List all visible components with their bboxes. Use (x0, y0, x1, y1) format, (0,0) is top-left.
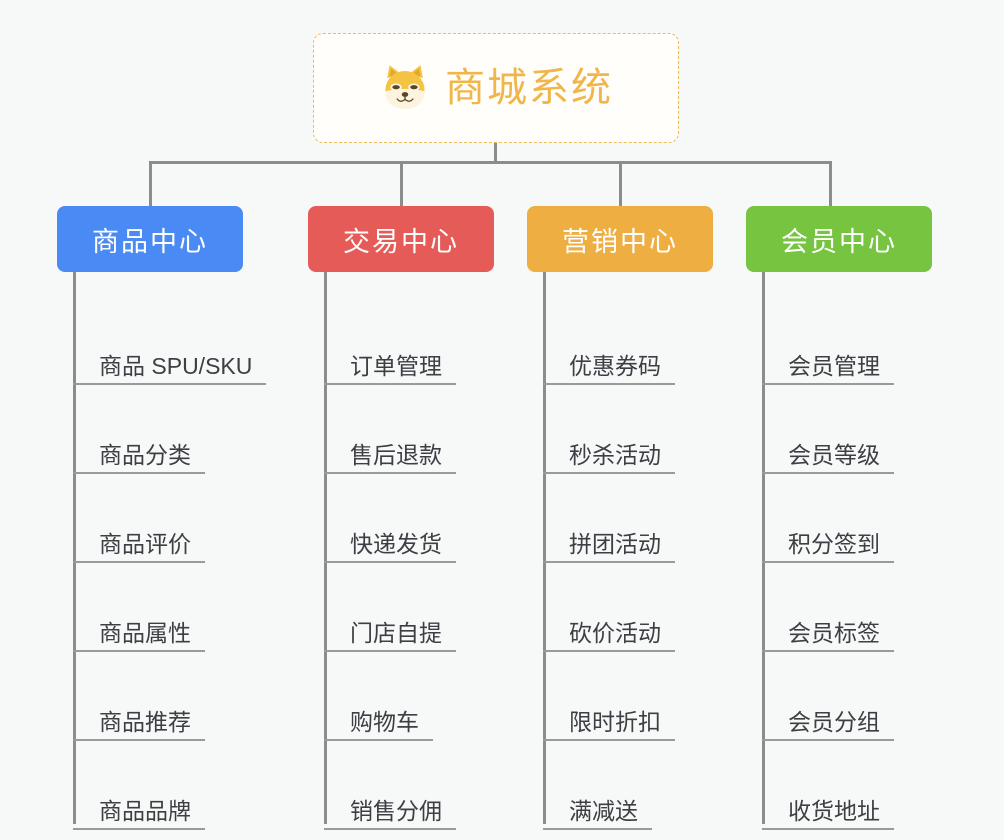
leaf-label: 收货地址 (762, 798, 894, 831)
leaf-item[interactable]: 商品品牌 (57, 741, 243, 831)
leaf-label: 会员等级 (762, 442, 894, 475)
leaf-label: 会员标签 (762, 620, 894, 653)
connector-trunk-member-center (762, 272, 765, 824)
leaf-item[interactable]: 满减送 (527, 741, 713, 831)
connector-horizontal-bar (149, 161, 832, 164)
leaf-label: 商品 SPU/SKU (73, 353, 267, 386)
shiba-dog-emoji (379, 62, 431, 114)
leaf-item[interactable]: 购物车 (308, 652, 494, 742)
leaf-label: 积分签到 (762, 531, 894, 564)
leaf-list-product-center: 商品 SPU/SKU 商品分类商品评价商品属性商品推荐商品品牌 (57, 272, 267, 831)
leaf-label: 商品品牌 (73, 798, 205, 831)
leaf-label: 秒杀活动 (543, 442, 675, 475)
leaf-item[interactable]: 售后退款 (308, 385, 494, 475)
category-label: 商品中心 (92, 226, 208, 257)
leaf-item[interactable]: 拼团活动 (527, 474, 713, 564)
leaf-item[interactable]: 门店自提 (308, 563, 494, 653)
connector-drop-3 (619, 161, 622, 206)
leaf-item[interactable]: 商品推荐 (57, 652, 243, 742)
category-column-trade-center: 交易中心订单管理售后退款快递发货门店自提购物车销售分佣 (308, 206, 494, 831)
leaf-list-member-center: 会员管理会员等级积分签到会员标签会员分组收货地址 (746, 272, 932, 831)
category-header-marketing-center[interactable]: 营销中心 (527, 206, 713, 272)
leaf-label: 限时折扣 (543, 709, 675, 742)
leaf-label: 门店自提 (324, 620, 456, 653)
leaf-item[interactable]: 商品属性 (57, 563, 243, 653)
root-node[interactable]: 商城系统 (313, 33, 679, 143)
leaf-list-trade-center: 订单管理售后退款快递发货门店自提购物车销售分佣 (308, 272, 494, 831)
connector-trunk-product-center (73, 272, 76, 824)
leaf-item[interactable]: 会员等级 (746, 385, 932, 475)
leaf-item[interactable]: 秒杀活动 (527, 385, 713, 475)
category-label: 交易中心 (343, 226, 459, 257)
leaf-label: 商品推荐 (73, 709, 205, 742)
leaf-label: 购物车 (324, 709, 433, 742)
category-header-product-center[interactable]: 商品中心 (57, 206, 243, 272)
leaf-label: 会员管理 (762, 353, 894, 386)
leaf-label: 满减送 (543, 798, 652, 831)
connector-trunk-marketing-center (543, 272, 546, 824)
category-label: 会员中心 (781, 226, 897, 257)
leaf-item[interactable]: 积分签到 (746, 474, 932, 564)
leaf-label: 商品属性 (73, 620, 205, 653)
leaf-label: 砍价活动 (543, 620, 675, 653)
leaf-label: 售后退款 (324, 442, 456, 475)
leaf-label: 销售分佣 (324, 798, 456, 831)
leaf-item[interactable]: 销售分佣 (308, 741, 494, 831)
category-label: 营销中心 (562, 226, 678, 257)
leaf-item[interactable]: 会员标签 (746, 563, 932, 653)
leaf-label: 优惠券码 (543, 353, 675, 386)
connector-drop-1 (149, 161, 152, 206)
leaf-label: 商品分类 (73, 442, 205, 475)
connector-root-stem (494, 143, 497, 163)
leaf-item[interactable]: 订单管理 (308, 296, 494, 386)
root-label: 商城系统 (445, 66, 613, 110)
leaf-item[interactable]: 会员管理 (746, 296, 932, 386)
connector-drop-4 (829, 161, 832, 206)
leaf-item[interactable]: 优惠券码 (527, 296, 713, 386)
category-column-product-center: 商品中心商品 SPU/SKU 商品分类商品评价商品属性商品推荐商品品牌 (57, 206, 267, 831)
leaf-label: 订单管理 (324, 353, 456, 386)
leaf-item[interactable]: 收货地址 (746, 741, 932, 831)
leaf-list-marketing-center: 优惠券码秒杀活动拼团活动砍价活动限时折扣满减送 (527, 272, 713, 831)
leaf-label: 商品评价 (73, 531, 205, 564)
leaf-item[interactable]: 会员分组 (746, 652, 932, 742)
leaf-label: 拼团活动 (543, 531, 675, 564)
category-header-member-center[interactable]: 会员中心 (746, 206, 932, 272)
leaf-item[interactable]: 商品 SPU/SKU (57, 296, 267, 386)
category-column-member-center: 会员中心会员管理会员等级积分签到会员标签会员分组收货地址 (746, 206, 932, 831)
leaf-item[interactable]: 快递发货 (308, 474, 494, 564)
leaf-item[interactable]: 限时折扣 (527, 652, 713, 742)
category-column-marketing-center: 营销中心优惠券码秒杀活动拼团活动砍价活动限时折扣满减送 (527, 206, 713, 831)
leaf-label: 会员分组 (762, 709, 894, 742)
connector-trunk-trade-center (324, 272, 327, 824)
leaf-label: 快递发货 (324, 531, 456, 564)
leaf-item[interactable]: 砍价活动 (527, 563, 713, 653)
category-header-trade-center[interactable]: 交易中心 (308, 206, 494, 272)
leaf-item[interactable]: 商品评价 (57, 474, 243, 564)
leaf-item[interactable]: 商品分类 (57, 385, 243, 475)
connector-drop-2 (400, 161, 403, 206)
